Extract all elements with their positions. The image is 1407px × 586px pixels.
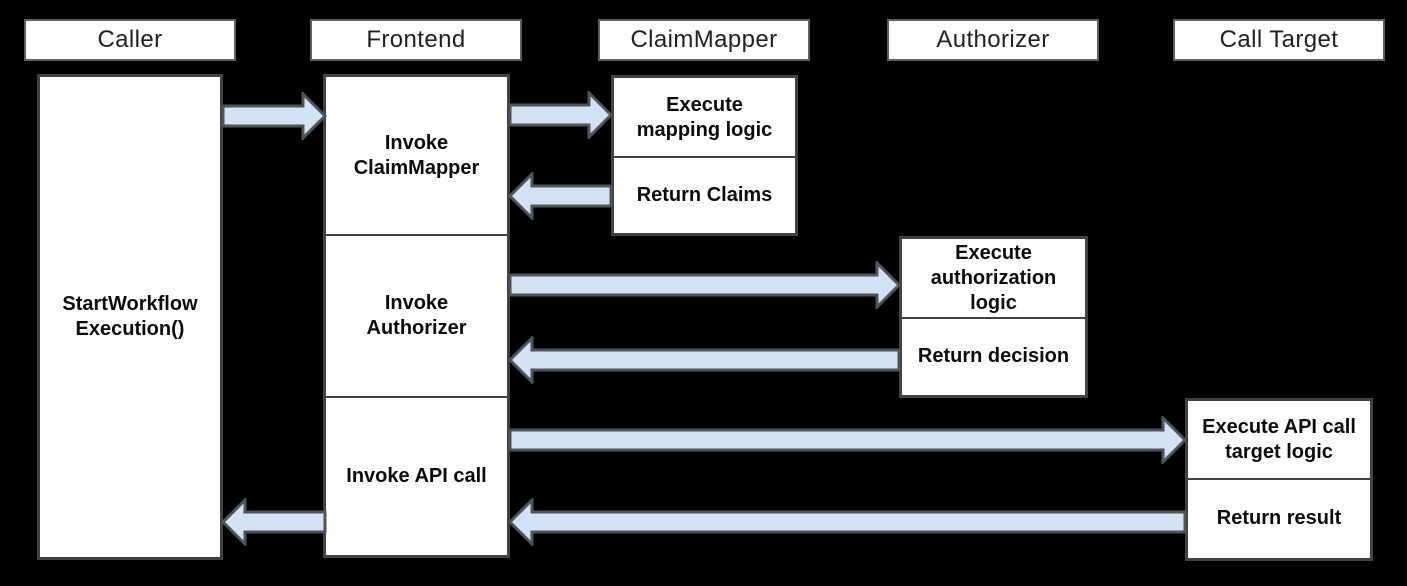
section-divider [326, 234, 507, 236]
activation-caller: StartWorkflow Execution() [37, 74, 223, 560]
lifeline-header-frontend: Frontend [310, 19, 522, 61]
claimmapper-step-execute-mapping-logic: Execute mapping logic [636, 93, 773, 141]
section-divider [902, 317, 1085, 319]
arrow-frontend-to-calltarget [508, 416, 1187, 464]
lifeline-header-authorizer: Authorizer [887, 19, 1099, 61]
lifeline-header-caller: Caller [24, 19, 236, 61]
arrow-caller-to-frontend [221, 92, 327, 140]
activation-authorizer: Execute authorization logic Return decis… [899, 236, 1088, 398]
frontend-step-invoke-claimmapper: Invoke ClaimMapper [353, 132, 480, 179]
authorizer-step-return-decision: Return decision [917, 345, 1070, 367]
arrow-frontend-to-authorizer [508, 261, 901, 309]
arrow-frontend-to-claimmapper [508, 91, 613, 139]
arrow-claimmapper-to-frontend [508, 172, 613, 220]
claimmapper-step-return-claims: Return Claims [636, 183, 773, 206]
section-divider [326, 396, 507, 398]
lifeline-header-calltarget: Call Target [1173, 19, 1385, 61]
authorizer-step-execute-authorization-logic: Execute authorization logic [930, 242, 1057, 314]
arrow-authorizer-to-frontend [508, 336, 901, 384]
activation-claimmapper: Execute mapping logic Return Claims [611, 75, 798, 236]
arrow-frontend-to-caller [221, 498, 327, 546]
calltarget-step-execute-api-call-target-logic: Execute API call target logic [1202, 416, 1356, 463]
caller-step-label: StartWorkflow Execution() [62, 293, 198, 340]
section-divider [1188, 478, 1370, 480]
lifeline-header-claimmapper: ClaimMapper [598, 19, 810, 61]
frontend-step-invoke-api-call: Invoke API call [346, 464, 487, 487]
arrow-calltarget-to-frontend [508, 498, 1187, 546]
activation-calltarget: Execute API call target logic Return res… [1185, 398, 1373, 561]
activation-frontend: Invoke ClaimMapper Invoke Authorizer Inv… [323, 74, 510, 558]
frontend-step-invoke-authorizer: Invoke Authorizer [366, 292, 467, 339]
calltarget-step-return-result: Return result [1216, 507, 1342, 529]
section-divider [614, 156, 795, 158]
